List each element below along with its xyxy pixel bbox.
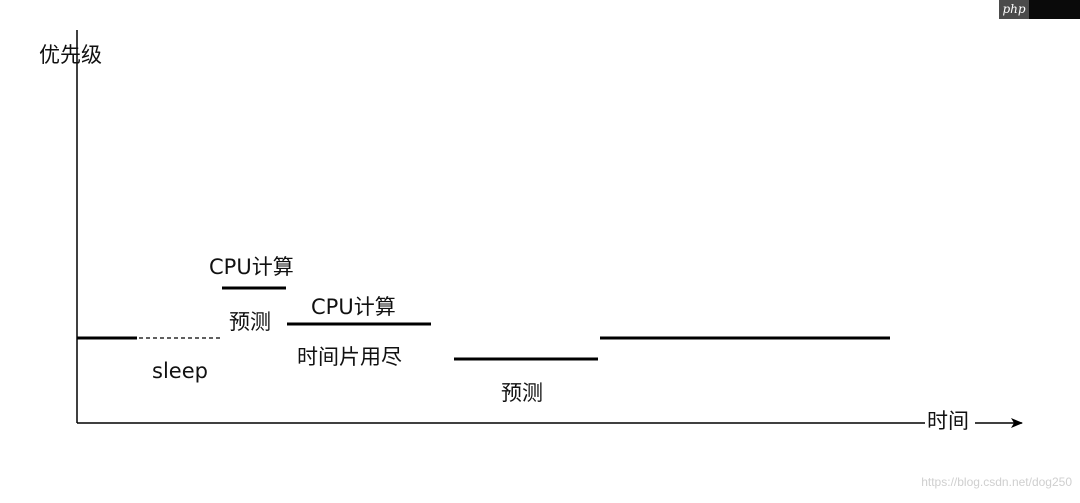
php-badge: php [999, 0, 1080, 19]
label-sleep: sleep [152, 359, 208, 383]
label-predict-2: 预测 [501, 381, 543, 405]
label-timeslice-exhausted: 时间片用尽 [297, 345, 402, 369]
php-badge-text: php [999, 0, 1029, 19]
php-badge-dark-block [1029, 0, 1080, 19]
y-axis-label: 优先级 [39, 43, 102, 67]
x-axis-label: 时间 [927, 409, 969, 433]
label-cpu-compute-1: CPU计算 [209, 255, 294, 279]
label-cpu-compute-2: CPU计算 [311, 295, 396, 319]
label-predict-1: 预测 [229, 310, 271, 334]
watermark-url: https://blog.csdn.net/dog250 [921, 475, 1072, 489]
